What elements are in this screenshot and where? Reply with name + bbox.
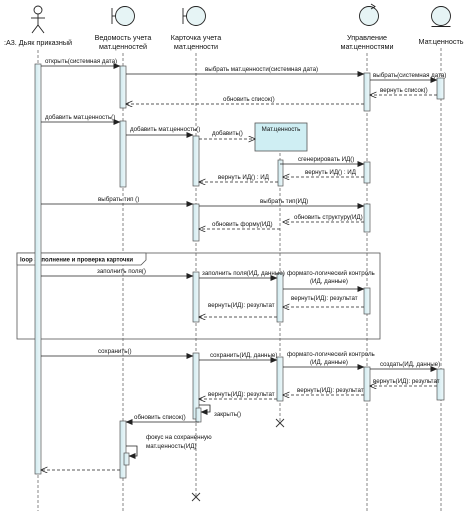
msg-label: выбрать тип () — [98, 196, 139, 203]
msg-label: добавить мат.ценность() — [45, 114, 115, 121]
entity-icon — [431, 6, 451, 27]
msg-label: обновить список() — [223, 96, 275, 103]
msg-label: мат.ценность(ИД) — [146, 443, 197, 450]
msg-label: выбрать мат.ценности(системная дата) — [205, 66, 318, 73]
created-object-label: Мат.ценность — [262, 126, 301, 133]
msg-label: заполнить поля() — [97, 268, 146, 275]
msg-label: сгенерировать ИД() — [298, 156, 354, 163]
msg-label: вернуть(ИД): результат — [297, 387, 364, 394]
msg-label: вернуть(ИД): результат — [373, 378, 440, 385]
msg-label: открыть(системная дата) — [45, 58, 117, 65]
participant-vedomost-line1: Ведомость учета — [95, 33, 152, 42]
msg-label: выбрать(системная дата) — [373, 72, 446, 79]
msg-label: обновить структуру(ИД) — [294, 214, 363, 221]
created-object-matcennost — [254, 122, 308, 152]
msg-label: добавить мат.ценность() — [130, 126, 200, 133]
msg-label: вернуть(ИД): результат — [208, 302, 275, 309]
participant-kartochka-line2: мат.ценности — [174, 42, 218, 51]
msg-label: формато-логический контроль — [287, 270, 375, 277]
control-icon — [359, 3, 379, 26]
msg-label: вернуть ИД() : ИД — [218, 174, 270, 181]
msg-label: выбрать тип(ИД) — [260, 198, 308, 205]
boundary-icon — [111, 6, 135, 26]
boundary-icon — [182, 6, 206, 26]
loop-frame-label: loop Заполнение и проверка карточки — [20, 258, 133, 264]
loop-frame-tab — [16, 252, 147, 266]
msg-label: формато-логический контроль — [287, 351, 375, 358]
destroy-mark-matcennost — [275, 418, 285, 428]
actor-icon — [31, 5, 45, 34]
msg-label: (ИД, данные) — [310, 278, 348, 285]
msg-label: обновить список() — [134, 414, 186, 421]
participant-upravlenie-line2: мат.ценностями — [341, 42, 394, 51]
participant-upravlenie-line1: Управление — [347, 33, 387, 42]
msg-label: вернуть(ИД): результат — [291, 295, 358, 302]
participant-matcennost: Мат.ценность — [419, 37, 464, 46]
loop-frame — [16, 252, 381, 340]
msg-label: заполнить поля(ИД, данные) — [202, 270, 285, 277]
destroy-mark-kartochka — [191, 492, 201, 502]
activation-bars — [34, 63, 445, 479]
actor-label: :А3. Дьяк приказный — [4, 38, 72, 47]
self-msg-arrow — [199, 404, 211, 415]
msg-label: фокус на сохраненную — [146, 434, 212, 441]
msg-label: обновить форму(ИД) — [212, 221, 273, 228]
participant-vedomost-line2: мат.ценностей — [99, 42, 147, 51]
msg-label: сохранить() — [98, 348, 132, 355]
msg-label: вернуть(ИД): результат — [208, 391, 275, 398]
msg-label: вернуть список() — [380, 87, 428, 94]
participant-kartochka-line1: Карточка учета — [171, 33, 221, 42]
msg-label: добавить() — [212, 130, 243, 137]
self-msg-arrow — [126, 445, 138, 459]
msg-label: (ИД, данные) — [310, 359, 348, 366]
msg-label: вернуть ИД() : ИД — [305, 169, 357, 176]
msg-label: закрыть() — [214, 411, 241, 418]
msg-label: создать(ИД, данные) — [380, 361, 440, 368]
msg-label: сохранить(ИД, данные) — [210, 352, 277, 359]
